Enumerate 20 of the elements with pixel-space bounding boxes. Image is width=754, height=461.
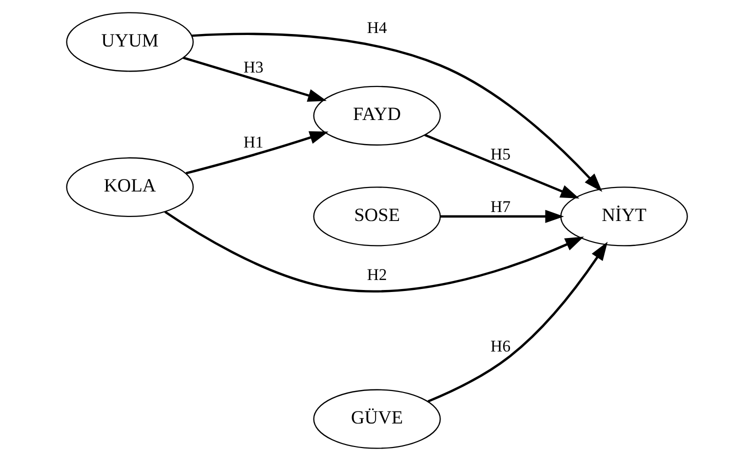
edge-label: H1	[243, 132, 264, 152]
edge-label: H6	[490, 336, 511, 356]
edge-label: H3	[243, 58, 264, 77]
arrow	[424, 134, 580, 199]
arrow	[182, 56, 327, 102]
node-ellipse: KOLA	[66, 157, 194, 218]
node-ellipse: UYUM	[66, 12, 194, 72]
node-ellipse: SOSE	[313, 186, 441, 246]
edge-label: H7	[490, 197, 511, 216]
arrow	[186, 131, 328, 174]
node-ellipse: NİYT	[560, 186, 688, 246]
arrow	[428, 242, 608, 402]
edge-label: H4	[366, 18, 388, 37]
arrow	[164, 210, 584, 292]
node-ellipse: GÜVE	[313, 389, 441, 449]
arrow	[192, 32, 602, 192]
arrow	[440, 210, 564, 224]
edge-label: H5	[490, 144, 511, 164]
node-ellipse: FAYD	[313, 86, 441, 146]
edge-label: H2	[366, 264, 388, 284]
